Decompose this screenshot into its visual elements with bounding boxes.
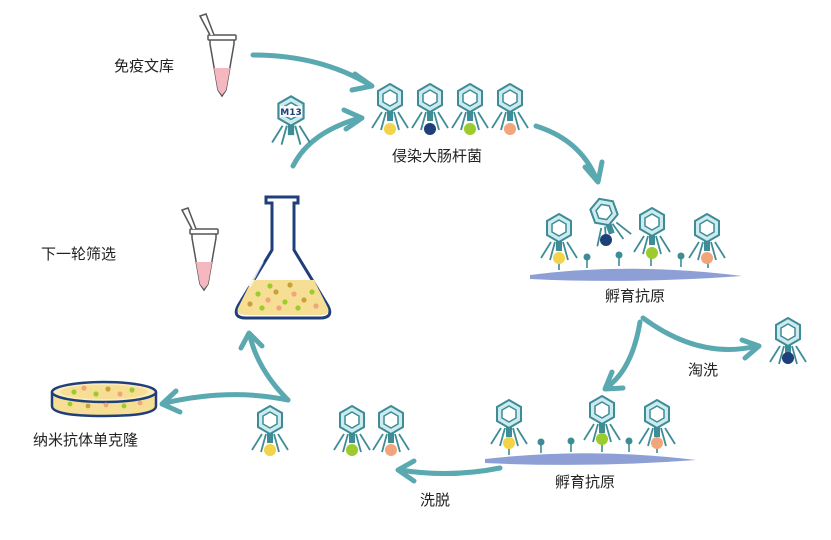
petri-dish-icon — [50, 380, 158, 418]
arrow-flask-to-infection — [290, 115, 363, 169]
label-nanobody-clone: 纳米抗体单克隆 — [33, 431, 138, 449]
arrow-infection-to-incubation — [533, 123, 599, 181]
arrow-to-petri — [162, 392, 291, 406]
microtube-icon — [181, 207, 219, 291]
label-next-round: 下一轮筛选 — [41, 245, 116, 263]
label-elute: 洗脱 — [420, 491, 450, 509]
phage-row-infection — [371, 83, 529, 135]
arrow-incubation-to-wash — [640, 315, 760, 352]
phage-icon — [271, 95, 311, 146]
arrow-to-flask — [247, 333, 291, 403]
label-immune-library: 免疫文库 — [114, 57, 174, 75]
flask-icon — [234, 195, 332, 320]
arrow-library-to-infection — [250, 52, 373, 88]
microtube-icon — [199, 13, 237, 97]
label-incubate-antigen-1: 孵育抗原 — [605, 287, 665, 305]
label-infect-ecoli: 侵染大肠杆菌 — [392, 147, 482, 165]
label-incubate-antigen-2: 孵育抗原 — [555, 473, 615, 491]
label-wash: 淘洗 — [688, 361, 718, 379]
arrow-elute — [397, 465, 503, 477]
label-m13: M13 — [280, 108, 301, 118]
arrow-wash-to-incubation2 — [603, 319, 643, 391]
cycle-arrows — [159, 52, 762, 484]
